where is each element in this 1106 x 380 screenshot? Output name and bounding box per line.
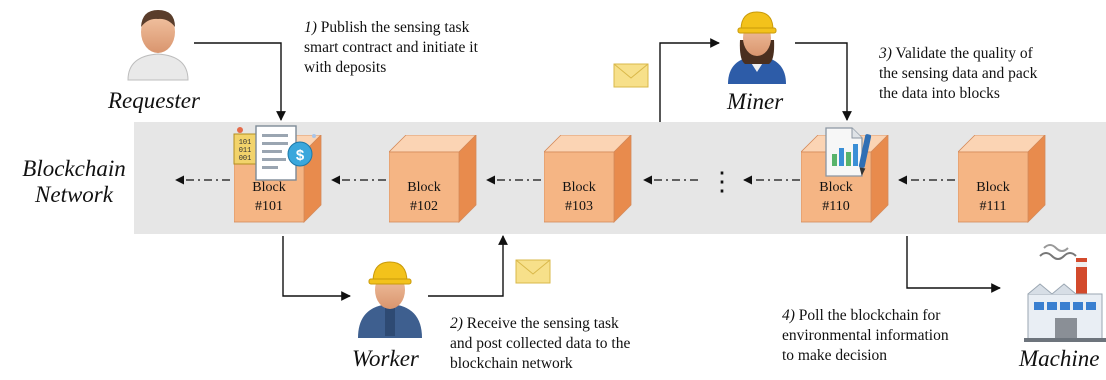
step-3-number: 3) <box>879 45 892 62</box>
arrow-worker-to-network <box>428 235 508 297</box>
step-4-text: 4) Poll the blockchain for environmental… <box>782 306 949 366</box>
block-cube-2 <box>389 135 477 223</box>
block-cube-3 <box>544 135 632 223</box>
step-4-number: 4) <box>782 307 795 324</box>
step-3-text: 3) Validate the quality of the sensing d… <box>879 44 1037 104</box>
block-word: Block <box>819 180 853 195</box>
step-4-line-1: Poll the blockchain for <box>798 307 941 324</box>
miner-avatar-icon <box>728 11 786 84</box>
block-id: #101 <box>255 199 283 214</box>
block-id: #110 <box>822 199 850 214</box>
envelope-icon-top <box>613 63 649 88</box>
step-1-line-3: with deposits <box>304 59 387 76</box>
step-4-line-3: to make decision <box>782 347 888 364</box>
block-label-4: Block #110 <box>801 178 871 216</box>
binary-line-3: 001 <box>239 155 252 163</box>
arrow-network-to-miner <box>659 38 720 122</box>
miner-label: Miner <box>727 89 784 114</box>
chain-ellipsis: ⋮ <box>709 167 735 196</box>
block-word: Block <box>976 180 1010 195</box>
block-word: Block <box>252 180 286 195</box>
step-3-line-3: the data into blocks <box>879 85 1000 102</box>
network-label-line-2: Network <box>35 182 113 207</box>
step-2-line-2: and post collected data to the <box>450 335 631 352</box>
step-3-line-1: Validate the quality of <box>895 45 1033 62</box>
block-id: #103 <box>565 199 593 214</box>
binary-line-1: 101 <box>239 139 252 147</box>
smart-contract-icon: 101 011 001 $ <box>233 125 316 181</box>
block-word: Block <box>562 180 596 195</box>
network-label: Blockchain Network <box>12 156 136 208</box>
requester-label: Requester <box>108 88 200 113</box>
block-label-1: Block #101 <box>234 178 304 216</box>
machine-label: Machine <box>1019 346 1100 371</box>
step-3-line-2: the sensing data and pack <box>879 65 1038 82</box>
step-1-line-2: smart contract and initiate it <box>304 39 478 56</box>
binary-line-2: 011 <box>239 147 252 155</box>
block-label-3: Block #103 <box>544 178 614 216</box>
worker-avatar-icon <box>358 261 422 338</box>
worker-label: Worker <box>352 346 419 371</box>
network-label-line-1: Blockchain <box>22 156 126 181</box>
requester-avatar-icon <box>127 10 189 81</box>
arrow-network-to-machine <box>906 236 1001 293</box>
block-id: #111 <box>979 199 1007 214</box>
block-label-2: Block #102 <box>389 178 459 216</box>
arrow-block101-to-worker <box>282 236 351 301</box>
block-id: #102 <box>410 199 438 214</box>
block-label-5: Block #111 <box>958 178 1028 216</box>
step-2-line-1: Receive the sensing task <box>466 315 619 332</box>
step-2-text: 2) Receive the sensing task and post col… <box>450 314 630 374</box>
step-2-line-3: blockchain network <box>450 355 573 372</box>
step-4-line-2: environmental information <box>782 327 949 344</box>
step-1-text: 1) Publish the sensing task smart contra… <box>304 18 478 78</box>
block-cube-5 <box>958 135 1046 223</box>
step-2-number: 2) <box>450 315 463 332</box>
step-1-number: 1) <box>304 19 317 36</box>
step-1-line-1: Publish the sensing task <box>320 19 470 36</box>
envelope-icon-bottom <box>515 259 551 284</box>
arrow-requester-to-block101 <box>194 42 286 121</box>
arrow-miner-to-block110 <box>795 42 852 121</box>
coin-symbol: $ <box>296 147 305 164</box>
data-report-icon <box>825 127 872 177</box>
block-word: Block <box>407 180 441 195</box>
factory-icon <box>1024 244 1106 342</box>
